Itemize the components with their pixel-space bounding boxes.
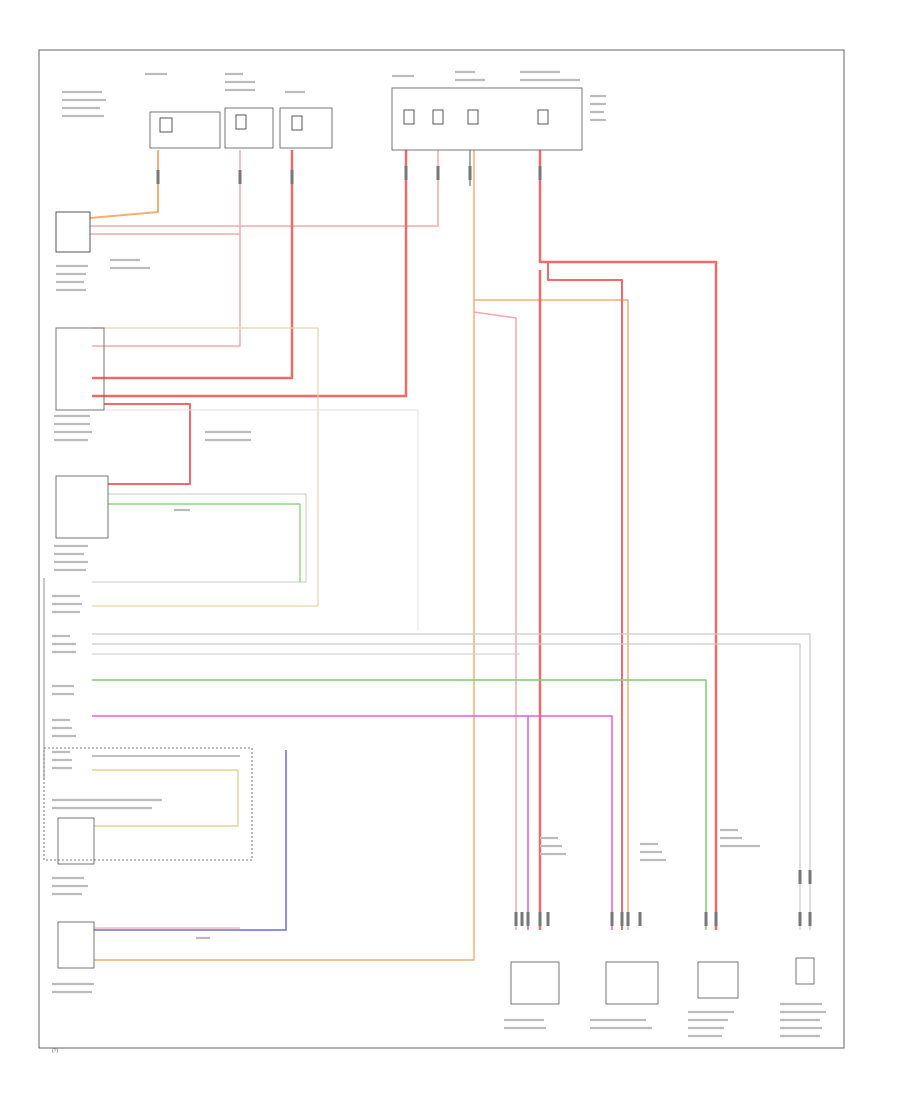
footer-code: (?) — [52, 1048, 58, 1054]
fuse-box-3 — [279, 107, 333, 149]
wire-green — [92, 679, 707, 930]
wire-gray — [92, 633, 811, 930]
fuse-box-1 — [149, 111, 221, 149]
connector-pin — [238, 170, 242, 184]
wire-orange — [89, 150, 159, 219]
component-sensor-2 — [57, 921, 95, 969]
bottom-component-4 — [795, 957, 815, 985]
wire-red — [92, 150, 294, 380]
connector-pin — [514, 912, 518, 926]
wire-tan — [92, 327, 319, 607]
fuse-box-2 — [224, 107, 274, 149]
wire-magenta — [528, 715, 613, 930]
wire-yellow — [92, 769, 239, 827]
component-module-1 — [55, 211, 91, 253]
wire-gray — [92, 643, 801, 930]
connector-pin — [626, 912, 630, 926]
wire-pink — [92, 234, 241, 347]
wire-pink — [90, 150, 439, 227]
wire-lightgray — [104, 409, 419, 630]
wire-red — [104, 403, 191, 485]
connector-pin — [808, 870, 812, 884]
bottom-component-2 — [605, 961, 659, 1005]
wire-gray — [92, 493, 307, 583]
connector-pin — [538, 912, 542, 926]
wire-red — [538, 150, 718, 930]
connector-pin — [638, 912, 642, 926]
bottom-component-3 — [697, 961, 739, 999]
connector-pin — [610, 912, 614, 926]
connector-pin — [798, 912, 802, 926]
connector-pin — [468, 166, 472, 180]
wire-red — [547, 262, 623, 930]
connector-pin — [404, 166, 408, 180]
connector-pin — [436, 166, 440, 180]
connector-pin — [808, 912, 812, 926]
wire-orange — [94, 150, 475, 961]
connector-pin — [290, 170, 294, 184]
component-switch-2 — [55, 475, 109, 539]
connector-pin — [714, 912, 718, 926]
connector-pin — [538, 166, 542, 180]
fuse-box-4 — [391, 87, 583, 151]
connector-pin — [620, 912, 624, 926]
connector-pin — [520, 912, 524, 926]
wire-pink — [90, 150, 241, 235]
diagram-frame — [38, 49, 845, 1049]
connector-pin — [546, 912, 550, 926]
connector-pin — [156, 170, 160, 184]
wire-layer — [89, 150, 812, 961]
connector-pin — [526, 912, 530, 926]
wire-pink — [473, 311, 517, 930]
component-sensor-box — [43, 747, 253, 861]
bottom-component-1 — [510, 961, 560, 1005]
wire-red — [92, 150, 408, 398]
label-layer — [52, 70, 826, 1038]
component-switch-1 — [55, 327, 105, 411]
component-sensor-1 — [57, 817, 95, 865]
connector-pin — [798, 870, 802, 884]
wire-orange — [474, 299, 629, 930]
wire-green — [108, 503, 301, 582]
connector-pin — [704, 912, 708, 926]
wire-blue — [94, 750, 287, 931]
